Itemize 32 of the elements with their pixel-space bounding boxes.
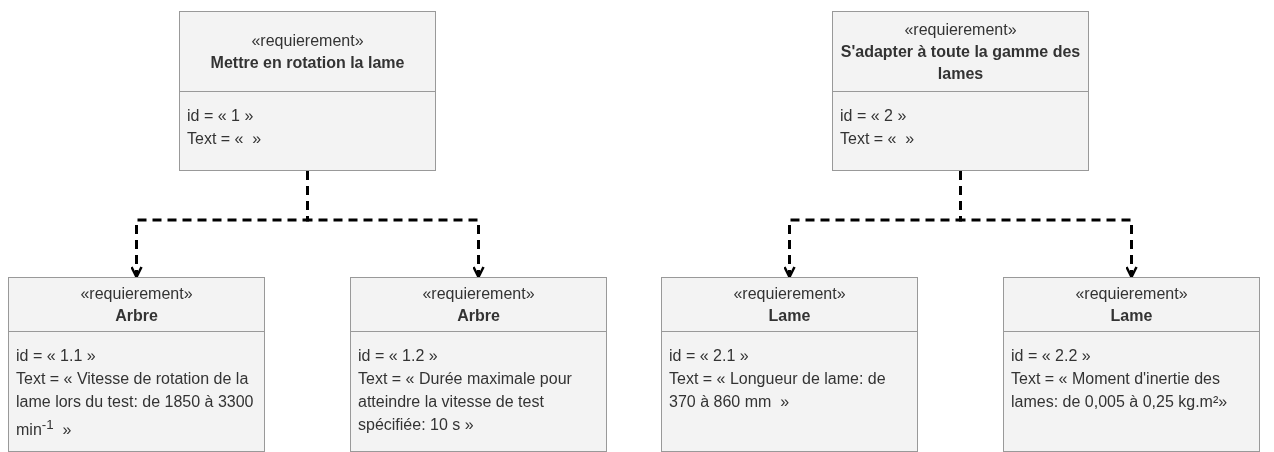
dependency-arrow [306,171,485,279]
attribute-text: Text = « Vitesse de rotation de la lame lors du test: de 1850 à 3300 min$^{-1}$ » [16,369,255,441]
attribute-text: id = « 2.1 » [669,346,749,366]
stereotype-label: «requierement» [733,283,846,304]
stereotype-label: «requierement» [904,19,1017,40]
requirement-name: Arbre [457,305,500,326]
attribute-text: Text = « » [840,129,915,149]
requirement-block [179,11,436,171]
requirement-block [661,277,918,452]
attribute-text: id = « 1 » [187,106,254,126]
requirement-name: Mettre en rotation la lame [210,52,405,73]
requirement-block [1003,277,1260,452]
requirement-name: Lame [768,305,811,326]
attribute-text: id = « 1.2 » [358,346,438,366]
requirement-block [350,277,607,452]
requirement-block [832,11,1089,171]
stereotype-label: «requierement» [1075,283,1188,304]
stereotype-label: «requierement» [422,283,535,304]
attribute-text: Text = « Moment d'inertie des lames: de 0,005 à 0,25 kg.m²» [1011,369,1229,412]
requirement-name: Lame [1110,305,1153,326]
requirement-name: Arbre [115,305,158,326]
attribute-text: Text = « Durée maximale pour atteindre la vitesse de test spécifiée: 10 s » [358,369,573,435]
attribute-text: Text = « Longueur de lame: de 370 à 860 mm » [669,369,887,412]
requirement-block [8,277,265,452]
requirement-name: S'adapter à toute la gamme des lames [839,41,1082,84]
attribute-text: id = « 2.2 » [1011,346,1091,366]
stereotype-label: «requierement» [80,283,193,304]
attribute-text: id = « 1.1 » [16,346,96,366]
dependency-arrow [959,171,1138,279]
stereotype-label: «requierement» [251,30,364,51]
attribute-text: id = « 2 » [840,106,907,126]
attribute-text: Text = « » [187,129,262,149]
